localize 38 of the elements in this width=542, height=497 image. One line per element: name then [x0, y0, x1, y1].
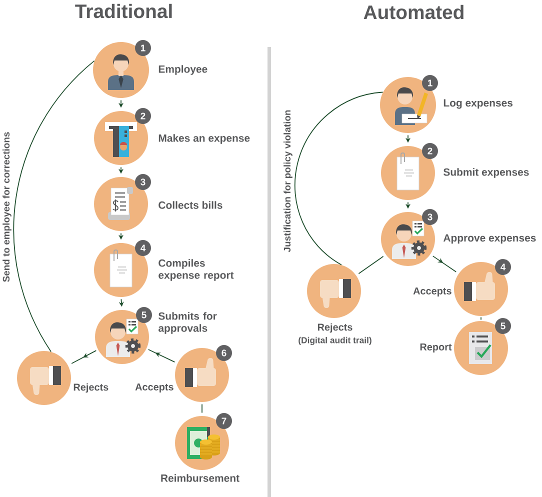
- return-line: [13, 60, 95, 352]
- outcome-label: Accepts: [413, 288, 452, 296]
- connector-line: [480, 316, 482, 320]
- number-badge: 5: [495, 318, 511, 334]
- outcome-label: Report: [420, 344, 452, 352]
- number-badge: 2: [422, 143, 438, 159]
- step-label: Compiles expense report: [158, 259, 234, 281]
- outcome-label: Rejects: [74, 383, 108, 393]
- arrow: [148, 349, 176, 362]
- number-badge: 1: [422, 75, 438, 91]
- step-label: Approve expenses: [443, 234, 536, 244]
- outcome-label: Rejects: [318, 323, 352, 333]
- number-badge: 5: [136, 307, 152, 323]
- column-title: Traditional: [75, 4, 172, 18]
- step-label: Log expenses: [444, 99, 513, 109]
- edge-label: Send to employee for corrections: [2, 132, 12, 282]
- edge-label: Justification for policy violation: [284, 110, 292, 252]
- number-badge: 1: [135, 40, 151, 56]
- number-badge: 3: [422, 209, 438, 225]
- connector-line: [358, 256, 384, 274]
- step-label: Submit expenses: [444, 168, 529, 178]
- label-note: (Digital audit trail): [298, 336, 372, 346]
- step-label: Collects bills: [158, 201, 222, 209]
- number-badge: 6: [216, 345, 232, 361]
- return-line: [294, 92, 384, 266]
- step-label: Submits for approvals: [158, 312, 217, 334]
- number-badge: 7: [216, 413, 232, 429]
- step-label: Employee: [158, 65, 208, 75]
- number-badge: 2: [135, 108, 151, 124]
- number-badge: 4: [495, 259, 511, 275]
- column-title: Automated: [364, 4, 464, 20]
- arrow: [71, 350, 97, 364]
- step-label: Makes an expense: [158, 134, 250, 144]
- outcome-label: Accepts: [135, 384, 174, 392]
- step-label: Reimbursement: [161, 474, 240, 482]
- number-badge: 3: [135, 174, 151, 190]
- number-badge: 4: [135, 240, 151, 256]
- arrow: [432, 256, 457, 272]
